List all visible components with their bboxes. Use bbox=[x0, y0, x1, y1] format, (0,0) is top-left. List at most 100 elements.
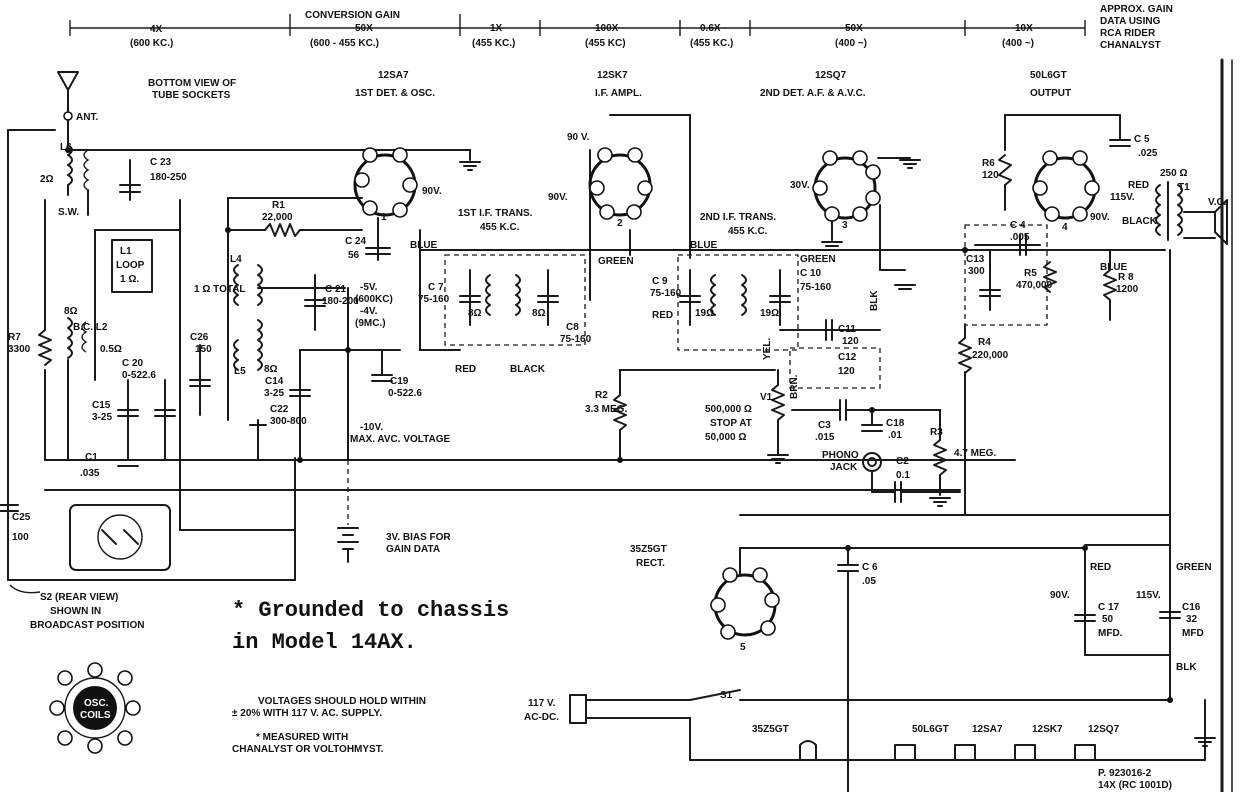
c24-value: 56 bbox=[348, 250, 360, 261]
s2-caption-2: BROADCAST POSITION bbox=[30, 620, 144, 631]
c14-value: 3-25 bbox=[264, 388, 284, 399]
c17-value: 50 bbox=[1102, 614, 1114, 625]
s2-label: S2 (REAR VIEW) bbox=[40, 592, 118, 603]
r3-label: R3 bbox=[930, 427, 943, 438]
c2-label: C2 bbox=[896, 456, 909, 467]
voltage-note-1: VOLTAGES SHOULD HOLD WITHIN bbox=[258, 696, 426, 707]
c3-value: .015 bbox=[815, 432, 835, 443]
v90-b: 90 V. bbox=[567, 132, 590, 143]
detector-stage: 2ND I.F. TRANS. 455 K.C. C 9 75-160 19Ω … bbox=[585, 70, 996, 507]
trans1-1: 1ST I.F. TRANS. bbox=[458, 208, 533, 219]
supply-1: 117 V. bbox=[528, 698, 556, 709]
c13-value: 300 bbox=[968, 266, 985, 277]
gain-sub-5: (455 KC.) bbox=[690, 38, 733, 49]
socket-note-2: TUBE SOCKETS bbox=[152, 90, 231, 101]
c12-label: C12 bbox=[838, 352, 857, 363]
c7-label: C 7 bbox=[428, 282, 444, 293]
heater-4: 12SK7 bbox=[1032, 724, 1063, 735]
tube-3-number: 3 bbox=[842, 220, 848, 231]
gain-label-4: 100X bbox=[595, 23, 619, 34]
c4-label: C 4 bbox=[1010, 220, 1026, 231]
wire-green-3: GREEN bbox=[1176, 562, 1212, 573]
osc-coils-socket: OSC. COILS bbox=[49, 662, 141, 754]
c24-label: C 24 bbox=[345, 236, 367, 247]
wire-brn: BRN. bbox=[789, 374, 800, 399]
r4-value: 220,000 bbox=[972, 350, 1009, 361]
svg-text:19Ω: 19Ω bbox=[695, 308, 714, 319]
wire-black-1: BLACK bbox=[510, 364, 546, 375]
wire-yel: YEL. bbox=[762, 338, 773, 360]
trans1-2: 455 K.C. bbox=[480, 222, 520, 233]
r7-label: R7 bbox=[8, 332, 21, 343]
c1-label: C1 bbox=[85, 452, 98, 463]
phono-1: PHONO bbox=[822, 450, 859, 461]
wire-red-3: RED bbox=[1128, 180, 1149, 191]
v1-note-a: STOP AT bbox=[710, 418, 752, 429]
v30: 30V. bbox=[790, 180, 810, 191]
gain-label-5: 0.6X bbox=[700, 23, 721, 34]
c22-label: C22 bbox=[270, 404, 289, 415]
c25-label: C25 bbox=[12, 512, 31, 523]
s2-switch: S2 (REAR VIEW) SHOWN IN BROADCAST POSITI… bbox=[9, 504, 171, 631]
svg-text:0.5Ω: 0.5Ω bbox=[100, 344, 122, 355]
heater-5: 12SQ7 bbox=[1088, 724, 1120, 735]
svg-text:2Ω: 2Ω bbox=[40, 174, 54, 185]
c15-label: C15 bbox=[92, 400, 111, 411]
c15-value: 3-25 bbox=[92, 412, 112, 423]
c7-value: 75-160 bbox=[418, 294, 450, 305]
trans2-1: 2ND I.F. TRANS. bbox=[700, 212, 776, 223]
gain-sub-3: (455 KC.) bbox=[472, 38, 515, 49]
svg-text:8Ω: 8Ω bbox=[264, 364, 278, 375]
voltage-note-2: ± 20% WITH 117 V. AC. SUPPLY. bbox=[232, 708, 382, 719]
v90-d: 90V. bbox=[1090, 212, 1110, 223]
part-no-1: P. 923016-2 bbox=[1098, 768, 1152, 779]
gain-scale: 4X CONVERSION GAIN 50X 1X 100X 0.6X 50X … bbox=[69, 4, 1173, 51]
osc-bias-2: (600KC) bbox=[355, 294, 393, 305]
heater-1: 35Z5GT bbox=[752, 724, 789, 735]
v90-a: 90V. bbox=[422, 186, 442, 197]
svg-text:8Ω: 8Ω bbox=[64, 306, 78, 317]
gain-label-2: 50X bbox=[355, 23, 373, 34]
svg-text:S.W.: S.W. bbox=[58, 207, 79, 218]
r1-label: R1 bbox=[272, 200, 285, 211]
tube-1-function: 1ST DET. & OSC. bbox=[355, 88, 435, 99]
gain-label-6: 50X bbox=[845, 23, 863, 34]
gain-sub-6: (400 ~) bbox=[835, 38, 867, 49]
c11-label: C11 bbox=[838, 324, 856, 335]
c20-label: C 20 bbox=[122, 358, 144, 369]
gain-sub-7: (400 ~) bbox=[1002, 38, 1034, 49]
wire-red-2: RED bbox=[652, 310, 673, 321]
gain-sub-2: (600 - 455 KC.) bbox=[310, 38, 379, 49]
r6-value: 120 bbox=[982, 170, 999, 181]
l1-text-a: LOOP bbox=[116, 260, 145, 271]
part-no-2: 14X (RC 1001D) bbox=[1098, 780, 1172, 791]
l6-label: L6 bbox=[60, 142, 72, 153]
svg-text:8Ω: 8Ω bbox=[532, 308, 546, 319]
c26-label: C26 bbox=[190, 332, 209, 343]
tube-1-type: 12SA7 bbox=[378, 70, 409, 81]
tube-3-function: 2ND DET. A.F. & A.V.C. bbox=[760, 88, 866, 99]
antenna-label: ANT. bbox=[76, 112, 98, 123]
grounded-note-1: * Grounded to chassis bbox=[232, 598, 509, 623]
c23-label: C 23 bbox=[150, 157, 172, 168]
r2-value: 3.3 MEG. bbox=[585, 404, 627, 415]
socket-note-1: BOTTOM VIEW OF bbox=[148, 78, 236, 89]
gain-note-1: APPROX. GAIN bbox=[1100, 4, 1173, 15]
v1-note-b: 50,000 Ω bbox=[705, 432, 746, 443]
measured-note-1: * MEASURED WITH bbox=[256, 732, 348, 743]
converter-stage: 12SA7 1ST DET. & OSC. 1 90V. R1 22,000 C… bbox=[189, 70, 481, 563]
v90-c: 90V. bbox=[548, 192, 568, 203]
bias-1: 3V. BIAS FOR bbox=[386, 532, 451, 543]
wire-blue-2: BLUE bbox=[690, 240, 718, 251]
r6-label: R6 bbox=[982, 158, 995, 169]
c26-value: 150 bbox=[195, 344, 212, 355]
c8-label: C8 bbox=[566, 322, 579, 333]
antenna-section: ANT. BOTTOM VIEW OF TUBE SOCKETS L6 2Ω C… bbox=[0, 71, 1016, 581]
r1-value: 22,000 bbox=[262, 212, 293, 223]
r3-value: 4.7 MEG. bbox=[954, 448, 996, 459]
r8-value: 1200 bbox=[1116, 284, 1139, 295]
grounded-note-2: in Model 14AX. bbox=[232, 630, 417, 655]
wire-blue-3: BLUE bbox=[1100, 262, 1128, 273]
v115-b: 115V. bbox=[1136, 590, 1161, 601]
l4-note: 1 Ω TOTAL bbox=[194, 284, 246, 295]
